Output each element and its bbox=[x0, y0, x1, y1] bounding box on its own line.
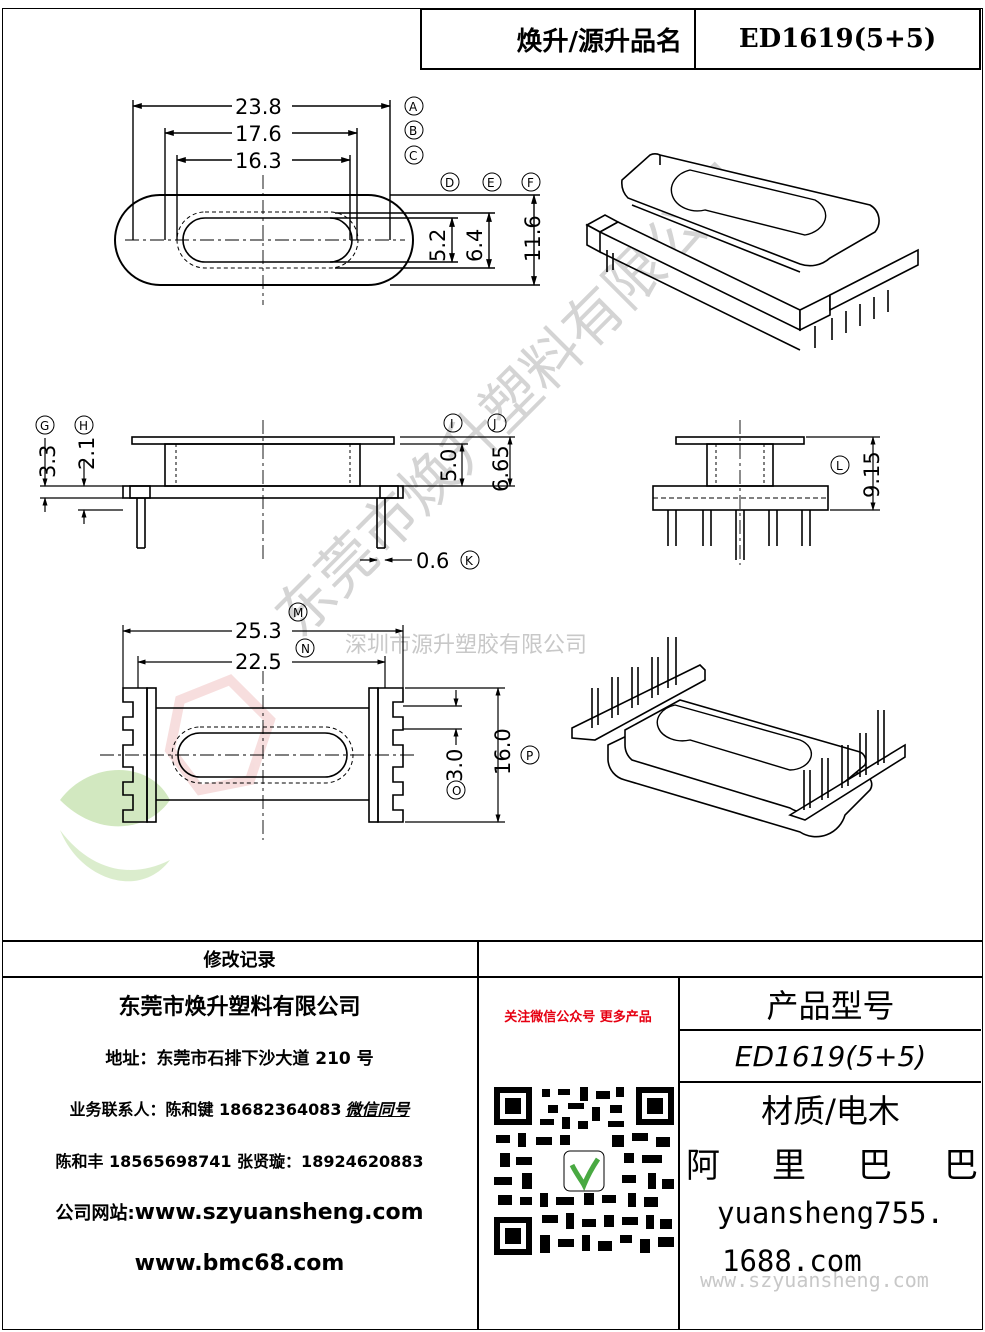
front-view bbox=[40, 420, 515, 563]
dim-3-3: 3.3 bbox=[36, 445, 60, 478]
title-divider bbox=[694, 8, 696, 70]
contact-1-text: 业务联系人：陈和键 18682364083 bbox=[69, 1100, 342, 1119]
shop-line-1[interactable]: yuansheng755. bbox=[717, 1196, 944, 1230]
product-name-value: ED1619(5+5) bbox=[738, 24, 937, 54]
watermark-diagonal: 东莞市焕升塑料有限公司 bbox=[262, 151, 761, 650]
dim-9-15: 9.15 bbox=[860, 451, 884, 498]
callout-F: F bbox=[527, 176, 534, 190]
material-label: 材质/电木 bbox=[761, 1092, 900, 1130]
callout-G: G bbox=[40, 419, 49, 433]
alibaba-row: 阿 里 巴 巴 bbox=[686, 1138, 978, 1186]
alibaba-char-2: 里 bbox=[772, 1146, 806, 1186]
product-type-value: ED1619(5+5) bbox=[734, 1039, 927, 1073]
top-view bbox=[114, 100, 540, 305]
alibaba-char-1: 阿 bbox=[686, 1146, 720, 1186]
product-name-label: 焕升/源升品名 bbox=[516, 26, 683, 57]
callout-A: A bbox=[409, 100, 418, 114]
technical-drawing: 深圳市源升塑胶有限公司 东莞市焕升塑料有限公司 bbox=[35, 95, 919, 882]
footer-company: 东莞市焕升塑料有限公司 bbox=[118, 995, 361, 1020]
footer-divider-1 bbox=[477, 940, 479, 1330]
dim-11-6: 11.6 bbox=[521, 215, 545, 262]
dim-16-0: 16.0 bbox=[491, 728, 515, 775]
dim-25-3: 25.3 bbox=[235, 619, 282, 643]
dim-16-3: 16.3 bbox=[235, 149, 282, 173]
callout-J: J bbox=[492, 417, 497, 431]
dim-2-1: 2.1 bbox=[75, 437, 99, 470]
footer-website-2[interactable]: www.bmc68.com bbox=[134, 1250, 345, 1276]
product-type-label: 产品型号 bbox=[766, 986, 895, 1025]
website-link[interactable]: www.szyuansheng.com bbox=[134, 1199, 424, 1225]
footer-divider-2 bbox=[678, 976, 680, 1330]
front-view-labels: 3.3 2.1 5.0 6.65 0.6 bbox=[36, 437, 513, 573]
dim-6-65: 6.65 bbox=[489, 445, 513, 492]
callout-M: M bbox=[293, 606, 303, 620]
callout-I: I bbox=[450, 417, 454, 431]
alibaba-char-4: 巴 bbox=[944, 1146, 978, 1186]
bottom-view-labels: 25.3 22.5 3.0 16.0 bbox=[232, 619, 515, 782]
footer-address: 地址：东莞市石排下沙大道 210 号 bbox=[105, 1048, 374, 1069]
right-rule-2 bbox=[680, 1081, 981, 1083]
callout-L: L bbox=[836, 459, 843, 473]
dim-17-6: 17.6 bbox=[235, 122, 282, 146]
watermark-logo bbox=[60, 674, 276, 882]
callout-H: H bbox=[79, 419, 88, 433]
title-block bbox=[420, 8, 981, 70]
watermark-url: www.szyuansheng.com bbox=[700, 1268, 929, 1292]
wechat-note: 关注微信公众号 更多产品 bbox=[504, 1009, 652, 1025]
watermark-company: 深圳市源升塑胶有限公司 bbox=[345, 633, 587, 658]
contact-1-wechat: 微信同号 bbox=[345, 1100, 410, 1119]
callout-O: O bbox=[452, 784, 461, 798]
footer-contact-1: 业务联系人：陈和键 18682364083 微信同号 bbox=[4, 1090, 475, 1126]
dim-0-6: 0.6 bbox=[416, 549, 449, 573]
callout-D: D bbox=[445, 176, 454, 190]
revision-label: 修改记录 bbox=[203, 950, 276, 971]
side-view bbox=[652, 420, 880, 565]
callout-P: P bbox=[526, 749, 533, 763]
revision-rule bbox=[2, 976, 983, 978]
bottom-view bbox=[100, 625, 505, 840]
dim-23-8: 23.8 bbox=[235, 95, 282, 119]
website-label: 公司网站: bbox=[55, 1203, 135, 1224]
dim-6-4: 6.4 bbox=[463, 229, 487, 262]
footer-contact-2: 陈和丰 18565698741 张贤璇：18924620883 bbox=[55, 1152, 424, 1171]
dim-3-0: 3.0 bbox=[443, 749, 467, 782]
dim-22-5: 22.5 bbox=[235, 650, 282, 674]
dim-5-2: 5.2 bbox=[426, 229, 450, 262]
dim-5-0: 5.0 bbox=[437, 449, 461, 482]
right-rule-1 bbox=[680, 1029, 981, 1031]
callout-N: N bbox=[301, 642, 310, 656]
callout-B: B bbox=[409, 124, 417, 138]
callouts-front: G H I J K bbox=[35, 413, 507, 570]
callouts-bottom: M N O P bbox=[288, 602, 540, 800]
callout-L-group: L bbox=[830, 455, 850, 475]
footer-top-rule bbox=[2, 940, 983, 942]
callout-K: K bbox=[465, 554, 474, 568]
top-view-labels: 23.8 17.6 16.3 5.2 6.4 11.6 bbox=[232, 95, 545, 262]
footer-website-row: 公司网站: www.szyuansheng.com bbox=[4, 1193, 475, 1231]
callouts-top: A B C D E F bbox=[404, 96, 541, 192]
iso-view-bottom bbox=[571, 637, 906, 838]
callout-E: E bbox=[487, 176, 495, 190]
qr-code[interactable] bbox=[492, 1085, 676, 1257]
callout-C: C bbox=[409, 149, 417, 163]
iso-view-top bbox=[585, 153, 919, 351]
alibaba-char-3: 巴 bbox=[858, 1146, 892, 1186]
shop-line-2[interactable]: 1688.com bbox=[722, 1244, 862, 1278]
